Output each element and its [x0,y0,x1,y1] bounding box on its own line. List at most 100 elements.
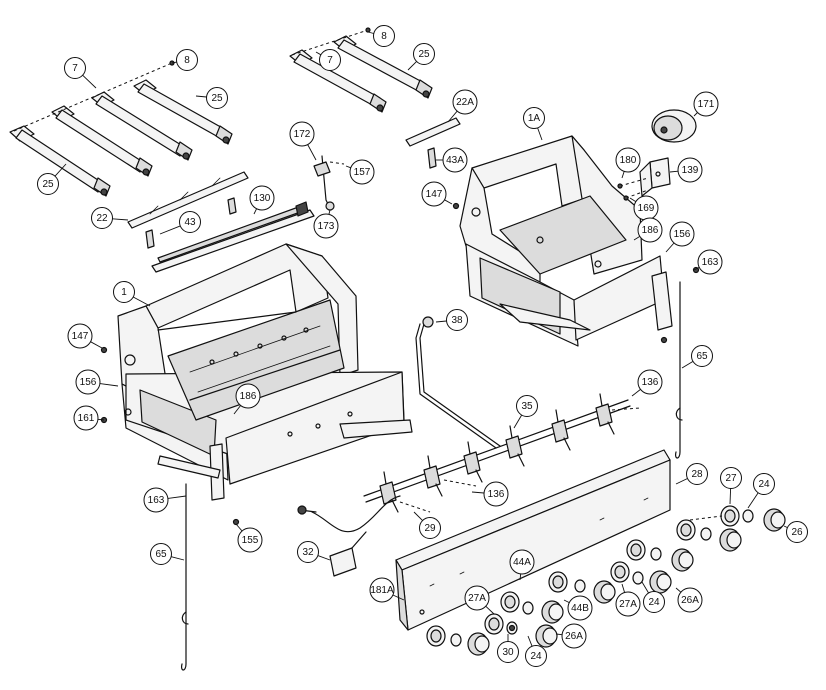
callout-bubble [113,281,135,303]
callout-label: 38 [451,315,463,326]
callout-label: 43A [446,155,464,166]
callout-bubble [206,87,228,109]
valve [595,393,615,435]
callout-26a: 26A [675,587,703,613]
callout-bubble [786,521,808,543]
callout-136: 136 [631,369,663,397]
burner-tubes-left-group [9,60,233,197]
callout-bubble [73,405,99,431]
callout-24: 24 [747,473,775,509]
callout-label: 147 [426,189,443,200]
heat-shield-22 [127,171,249,229]
callout-label: 30 [502,647,514,658]
knob-set-2 [548,571,616,604]
callout-bubble [697,249,723,275]
callout-label: 147 [72,331,89,342]
callout-label: 1 [121,287,127,298]
hook-rod-65-right [675,281,683,459]
callout-bubble [67,323,93,349]
callout-leader-line [112,218,129,221]
callout-leader-line [159,225,181,235]
callout-label: 181A [370,585,394,596]
callout-bubble [720,467,742,489]
callout-label: 25 [211,93,223,104]
callout-7: 7 [315,49,341,71]
callout-bubble [525,645,547,667]
callout-label: 8 [381,31,387,42]
callout-label: 25 [418,49,430,60]
callout-label: 155 [242,535,259,546]
callout-7: 7 [64,57,97,89]
callout-bubble [615,591,641,617]
callout-130: 130 [249,185,275,215]
callout-bubble [150,543,172,565]
callout-leader-line [435,320,447,323]
callout-leader-line [621,171,625,179]
bracket-139 [639,157,671,197]
callout-bubble [319,49,341,71]
callout-leader-line [307,144,317,161]
knob-set-3 [610,561,672,594]
burner-tube-left-4 [133,79,233,145]
callout-136: 136 [471,481,509,507]
callout-bubble [373,25,395,47]
burner-tube-left-3 [91,91,193,161]
callout-label: 157 [354,167,371,178]
callout-leader-line [485,605,495,615]
valve [379,471,399,513]
callout-bubble [421,181,447,207]
callout-label: 24 [648,597,660,608]
callout-leader-line [729,488,732,505]
callout-label: 44B [571,603,589,614]
callout-bubble [349,159,375,185]
callout-label: 8 [184,55,190,66]
callout-bubble [237,527,263,553]
callout-label: 136 [488,489,505,500]
callout-leader-line [317,555,331,561]
callout-24: 24 [525,635,547,667]
callout-layer: 825787252522A43A1721571711A1801391691471… [37,25,808,667]
callout-bubble [249,185,275,211]
callout-35: 35 [513,395,538,429]
valve [505,425,525,467]
callout-186: 186 [233,383,261,415]
callout-label: 186 [642,225,659,236]
callout-leader-line [235,523,243,532]
callout-label: 43 [184,217,196,228]
callout-bubble [446,309,468,331]
callout-label: 173 [318,221,335,232]
callout-label: 22A [456,97,474,108]
igniter-43A [427,147,437,169]
callout-163: 163 [693,249,723,275]
callout-65: 65 [150,543,185,565]
callout-leader-line [171,61,177,64]
valve [463,441,483,483]
callout-leader-line [315,51,322,56]
callout-leader-line [367,31,374,34]
callout-28: 28 [675,463,708,485]
callout-leader-line [99,383,119,387]
callout-leader-line [783,525,788,529]
callout-leader-line [82,74,97,89]
callout-bubble [643,591,665,613]
callout-leader-line [681,361,694,369]
callout-bubble [561,623,587,649]
side-burner-head-171 [651,109,697,143]
callout-label: 32 [302,547,314,558]
callout-label: 44A [513,557,531,568]
callout-172: 172 [289,121,317,161]
callout-leader-line [167,495,187,499]
burner-tube-left-2 [51,105,153,177]
callout-139: 139 [669,157,703,183]
firebox-main-1 [117,243,413,501]
callout-30: 30 [497,634,519,663]
callout-bubble [75,369,101,395]
valve [423,455,443,497]
callout-label: 163 [148,495,165,506]
callout-bubble [483,481,509,507]
side-burner-gas-line [415,316,501,449]
callout-label: 136 [642,377,659,388]
callout-bubble [637,217,663,243]
